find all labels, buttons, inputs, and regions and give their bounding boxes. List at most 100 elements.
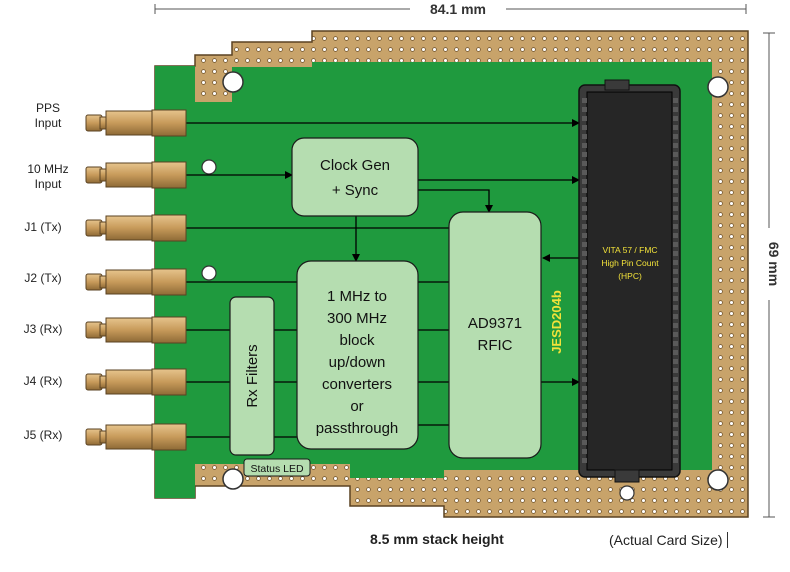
fmc-pin <box>673 359 678 364</box>
converters-block: 1 MHz to 300 MHz block up/down converter… <box>296 260 419 450</box>
fmc-pin <box>582 233 587 238</box>
fmc-pin <box>673 125 678 130</box>
fmc-pin <box>673 422 678 427</box>
converters-line: 1 MHz to <box>327 288 387 305</box>
fmc-pin <box>582 251 587 256</box>
fmc-pin <box>673 440 678 445</box>
sma-connector-j2 <box>85 268 187 296</box>
fmc-pin <box>673 152 678 157</box>
height-label: 69 mm <box>766 242 782 286</box>
port-label-j1: J1 (Tx) <box>8 220 78 235</box>
port-label-line1: J4 (Rx) <box>23 374 63 388</box>
fmc-pin <box>582 368 587 373</box>
port-label-line1: J1 (Tx) <box>24 220 62 234</box>
fmc-pin <box>582 287 587 292</box>
fmc-pin <box>582 449 587 454</box>
fmc-label-line1: VITA 57 / FMC <box>602 245 657 255</box>
fmc-pin <box>673 404 678 409</box>
port-label-line1: J2 (Tx) <box>24 271 62 285</box>
clock-gen-line2: + Sync <box>332 182 379 199</box>
fmc-pin <box>582 341 587 346</box>
mounting-holes <box>201 71 729 501</box>
fmc-pin <box>582 404 587 409</box>
fmc-pin <box>582 116 587 121</box>
actual-size-note: (Actual Card Size) <box>609 532 728 548</box>
sma-connector-10mhz <box>85 161 187 189</box>
jesd-label: JESD204b <box>549 290 564 354</box>
status-led-label: Status LED <box>250 463 304 475</box>
fmc-pin <box>582 125 587 130</box>
fmc-pin <box>582 323 587 328</box>
fmc-pin <box>582 197 587 202</box>
sma-connector-j3 <box>85 316 187 344</box>
fmc-pin <box>582 359 587 364</box>
fmc-pin <box>673 350 678 355</box>
fmc-pin <box>582 161 587 166</box>
clock-gen-line1: Clock Gen <box>320 157 390 174</box>
fmc-pin <box>673 170 678 175</box>
fmc-pin <box>582 134 587 139</box>
fmc-pin <box>673 116 678 121</box>
fmc-pin <box>673 386 678 391</box>
fmc-pin <box>582 260 587 265</box>
fmc-pin <box>582 431 587 436</box>
fmc-pin <box>582 332 587 337</box>
stack-height-label: 8.5 mm stack height <box>370 531 504 547</box>
sma-connector-j4 <box>85 368 187 396</box>
fmc-pin <box>673 206 678 211</box>
port-label-line2: Input <box>34 177 62 191</box>
fmc-pin <box>582 215 587 220</box>
fmc-pin <box>582 152 587 157</box>
fmc-pin <box>673 260 678 265</box>
rx-filters-label: Rx Filters <box>244 344 261 407</box>
sma-connector-j1 <box>85 214 187 242</box>
fmc-pin <box>673 143 678 148</box>
fmc-connector: VITA 57 / FMC High Pin Count (HPC) <box>578 79 681 483</box>
fmc-pin <box>673 287 678 292</box>
rfic-line2: RFIC <box>478 337 513 354</box>
clock-gen-block: Clock Gen + Sync <box>291 137 419 217</box>
port-label-line1: PPS <box>35 101 60 115</box>
signal-lines <box>186 119 580 438</box>
fmc-pin <box>582 170 587 175</box>
fmc-pin <box>673 305 678 310</box>
fmc-pins-right <box>673 98 678 463</box>
fmc-pin <box>673 413 678 418</box>
fmc-pin <box>673 314 678 319</box>
fmc-pin <box>582 305 587 310</box>
converters-line: 300 MHz <box>327 310 387 327</box>
port-label-10mhz: 10 MHz Input <box>8 162 88 192</box>
converters-line: converters <box>322 376 392 393</box>
converters-line: block <box>339 332 375 349</box>
fmc-pin <box>582 296 587 301</box>
fmc-pin <box>673 296 678 301</box>
fmc-pin <box>582 350 587 355</box>
fmc-pin <box>673 197 678 202</box>
fmc-pin <box>673 449 678 454</box>
converters-line: passthrough <box>316 420 399 437</box>
converters-line: or <box>350 398 363 415</box>
converters-line: up/down <box>329 354 386 371</box>
fmc-pin <box>673 377 678 382</box>
fmc-pin <box>673 323 678 328</box>
fmc-pin <box>673 278 678 283</box>
fmc-pin <box>582 98 587 103</box>
sma-connector-pps <box>85 109 187 137</box>
fmc-pin <box>582 107 587 112</box>
fmc-label-line3: (HPC) <box>618 271 642 281</box>
port-label-line1: J3 (Rx) <box>23 322 63 336</box>
fmc-pin <box>673 395 678 400</box>
fmc-pin <box>673 107 678 112</box>
fmc-pin <box>582 386 587 391</box>
fmc-pin <box>673 242 678 247</box>
rfic-block: AD9371 RFIC <box>448 211 542 459</box>
fmc-pin <box>673 269 678 274</box>
fmc-pin <box>673 431 678 436</box>
fmc-pin <box>673 332 678 337</box>
fmc-pin <box>582 188 587 193</box>
fmc-pin <box>673 179 678 184</box>
port-label-j4: J4 (Rx) <box>8 374 78 389</box>
fmc-pin <box>673 368 678 373</box>
